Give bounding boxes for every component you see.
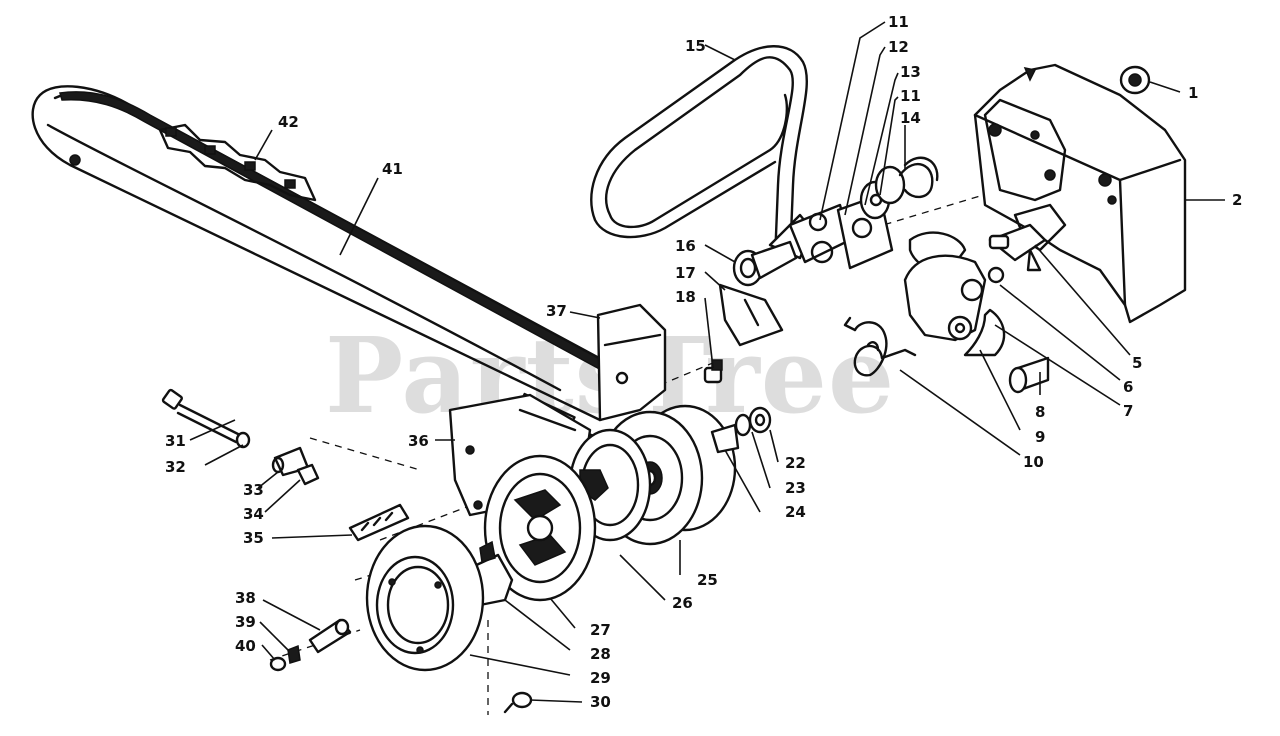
callout-11: 11 — [888, 13, 909, 31]
washer-stack — [788, 156, 939, 270]
stud-35 — [348, 503, 410, 542]
callout-labels: 1 2 5 6 7 8 9 10 11 12 13 11 14 15 16 17… — [165, 13, 1242, 711]
callout-31: 31 — [165, 432, 186, 450]
callout-41: 41 — [382, 160, 403, 178]
adjust-knob-16 — [732, 240, 798, 287]
callout-18: 18 — [675, 288, 696, 306]
callout-26: 26 — [672, 594, 693, 612]
screw-30 — [503, 691, 533, 714]
callout-16: 16 — [675, 237, 696, 255]
callout-27: 27 — [590, 621, 611, 639]
cover-29 — [365, 524, 485, 672]
bracket-plate-17 — [718, 283, 784, 347]
callout-39: 39 — [235, 613, 256, 631]
callout-12: 12 — [888, 38, 909, 56]
leader-lines — [189, 21, 1225, 703]
callout-28: 28 — [590, 645, 611, 663]
callout-37: 37 — [546, 302, 567, 320]
callout-1: 1 — [1188, 84, 1198, 102]
coil-spring-10 — [843, 316, 917, 377]
callout-23: 23 — [785, 479, 806, 497]
callout-5: 5 — [1132, 354, 1142, 372]
washer-32 — [235, 431, 251, 449]
side-plate-37 — [596, 303, 667, 422]
callout-13: 13 — [900, 63, 921, 81]
callout-35: 35 — [243, 529, 264, 547]
callout-40: 40 — [235, 637, 256, 655]
callout-24: 24 — [785, 503, 806, 521]
side-housing — [973, 63, 1187, 324]
clutch-27 — [483, 454, 597, 602]
callout-9: 9 — [1035, 428, 1045, 446]
callout-30: 30 — [590, 693, 611, 711]
callout-2: 2 — [1232, 191, 1242, 209]
bolt-31 — [161, 388, 242, 444]
callout-38: 38 — [235, 589, 256, 607]
callout-15: 15 — [685, 37, 706, 55]
callout-7: 7 — [1123, 402, 1133, 420]
drum-nuts — [710, 406, 772, 454]
handle-bar — [590, 45, 814, 262]
callout-34: 34 — [243, 505, 264, 523]
callout-36: 36 — [408, 432, 429, 450]
chain-adjuster-38 — [308, 618, 352, 654]
callout-11b: 11 — [900, 87, 921, 105]
callout-42: 42 — [278, 113, 299, 131]
nut-40 — [269, 656, 287, 672]
callout-33: 33 — [243, 481, 264, 499]
callout-8: 8 — [1035, 403, 1045, 421]
nut-1 — [1119, 65, 1151, 95]
nut-34 — [296, 463, 320, 486]
saw-chain — [158, 123, 317, 202]
callout-32: 32 — [165, 458, 186, 476]
callout-14: 14 — [900, 109, 921, 127]
brake-lever-assembly — [903, 223, 1050, 394]
callout-10: 10 — [1023, 453, 1044, 471]
callout-29: 29 — [590, 669, 611, 687]
spring-39 — [287, 644, 301, 664]
callout-6: 6 — [1123, 378, 1133, 396]
callout-25: 25 — [697, 571, 718, 589]
screw-18 — [703, 359, 723, 384]
callout-22: 22 — [785, 454, 806, 472]
callout-17: 17 — [675, 264, 696, 282]
